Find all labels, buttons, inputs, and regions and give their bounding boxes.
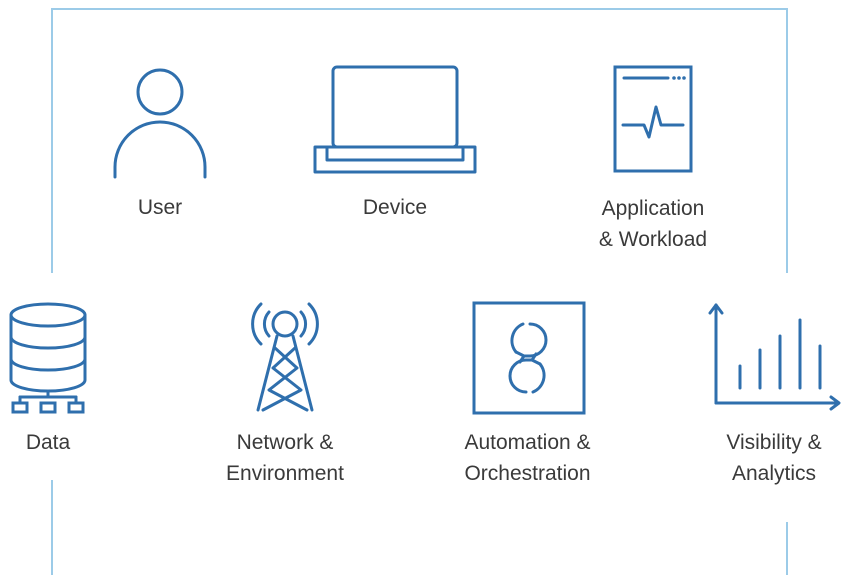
pillar-label-network-environment: Network & Environment [226,427,344,489]
label-line: Automation & [464,431,591,454]
label-line: Visibility & [726,431,822,454]
radio-tower-icon [251,302,319,412]
label-line: & Workload [598,228,708,251]
frame-left-edge-upper [51,8,53,273]
laptop-icon [313,65,477,174]
label-line: Network & [236,431,334,454]
pillar-automation-orchestration: Automation & Orchestration [440,300,615,489]
label-line: Environment [226,462,344,485]
pillar-network-environment: Network & Environment [200,300,370,489]
label-line: Data [25,431,71,454]
pillar-label-device: Device [363,192,427,223]
pillar-label-automation-orchestration: Automation & Orchestration [464,427,590,489]
application-window-icon [613,65,693,173]
pillar-label-visibility-analytics: Visibility & Analytics [726,427,821,489]
frame-right-edge-lower [786,522,788,575]
frame-right-edge-upper [786,8,788,273]
pillar-device: Device [300,62,490,223]
label-line: User [137,196,183,219]
label-line: Application [601,197,705,220]
frame-top-edge [51,8,788,10]
automation-cycle-icon [472,301,585,415]
pillar-label-application-workload: Application & Workload [599,193,707,255]
user-icon [113,68,207,179]
label-line: Orchestration [464,462,591,485]
pillar-user: User [80,62,240,223]
pillar-label-user: User [138,192,182,223]
database-icon [9,302,87,414]
pillar-visibility-analytics: Visibility & Analytics [704,300,844,489]
pillar-data: Data [0,300,96,458]
pillar-application-workload: Application & Workload [573,62,733,255]
label-line: Device [362,196,428,219]
bar-chart-icon [708,303,841,411]
pillar-label-data: Data [26,427,70,458]
frame-left-edge-lower [51,480,53,575]
label-line: Analytics [731,462,817,485]
